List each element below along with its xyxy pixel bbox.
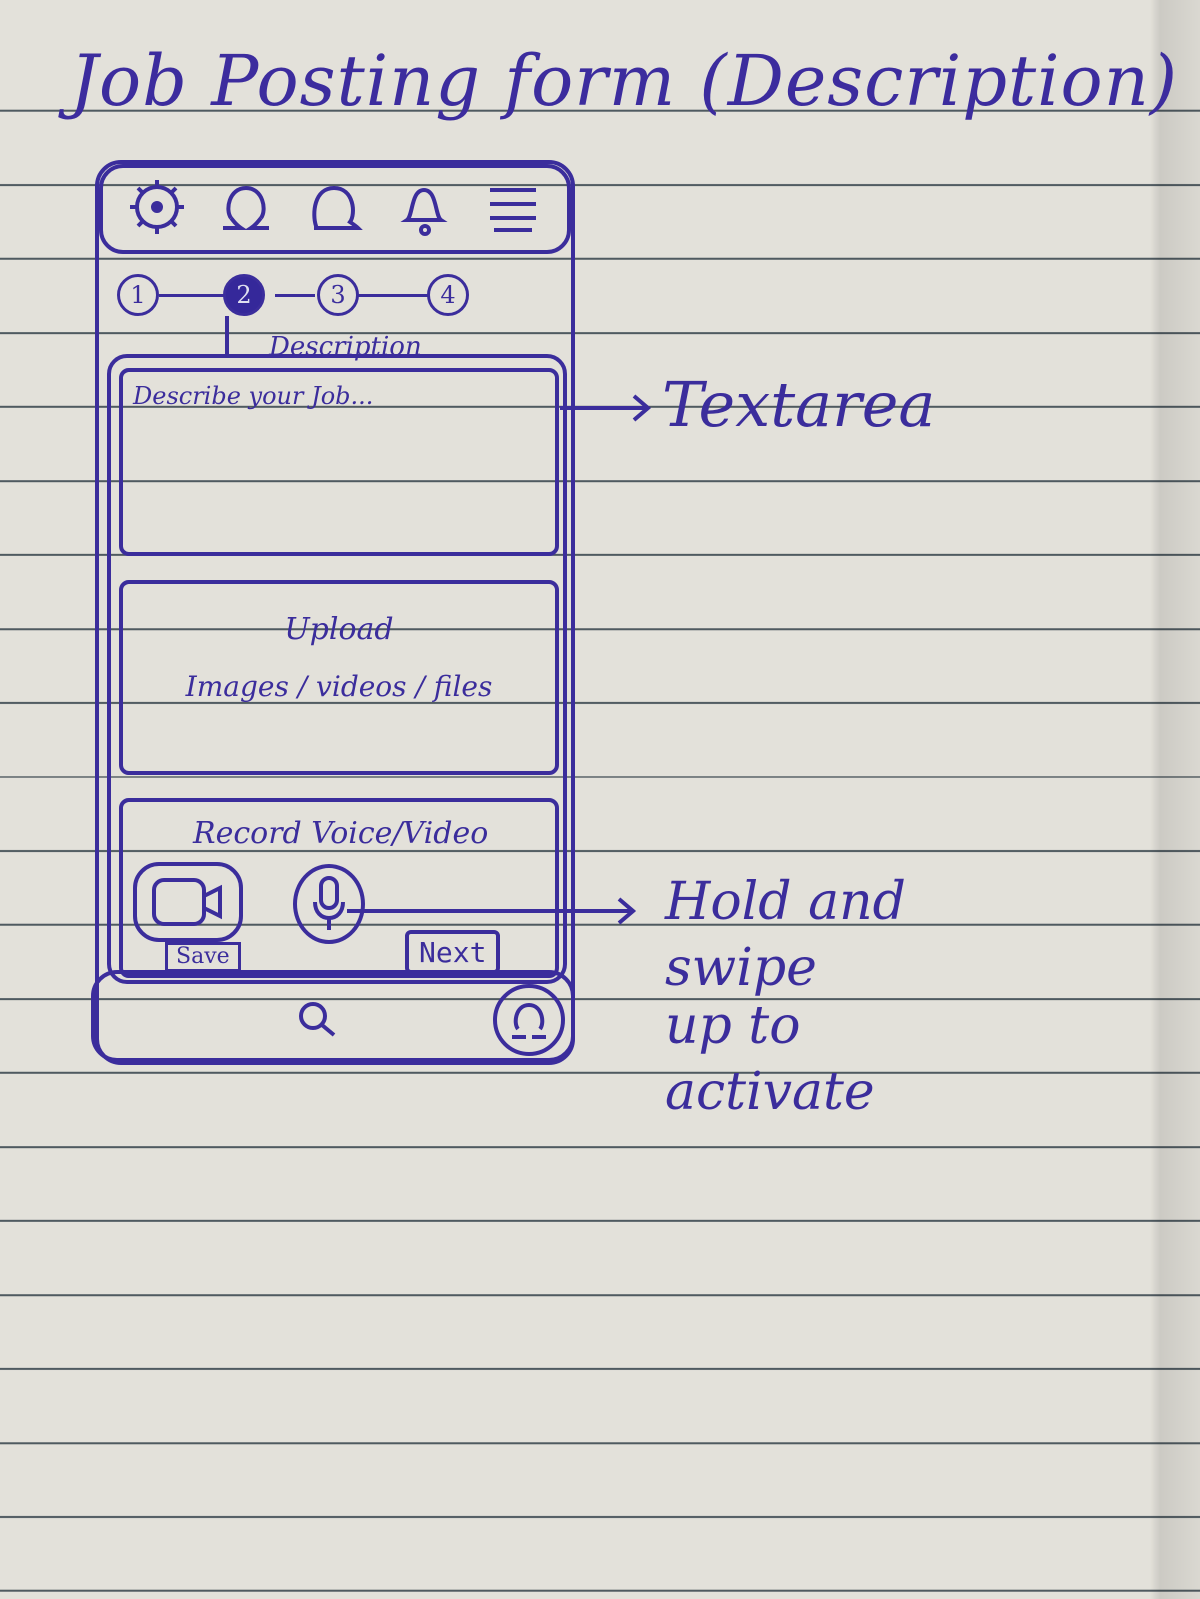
upload-types: Images / videos / files [185, 670, 493, 703]
bell-icon[interactable] [391, 174, 457, 244]
search-icon[interactable] [291, 994, 343, 1046]
top-nav-bar [99, 164, 571, 254]
stepper: 1 2 3 4 [117, 274, 469, 322]
upload-title: Upload [284, 612, 394, 647]
textarea-annotation: Textarea [662, 368, 936, 441]
mic-annotation-line-1: Hold and [665, 872, 906, 932]
upload-dropzone[interactable]: Upload Images / videos / files [119, 580, 559, 775]
form-content: Upload Images / videos / files Record Vo… [107, 354, 567, 984]
mic-annotation-line-2: swipe [665, 938, 817, 998]
save-button[interactable]: Save [165, 942, 241, 972]
stepper-connector [275, 294, 315, 297]
page-title: Job Posting form (Description) [70, 40, 1179, 122]
step-3[interactable]: 3 [317, 274, 359, 316]
step-1[interactable]: 1 [117, 274, 159, 316]
job-description-textarea[interactable] [119, 368, 559, 556]
profile-icon[interactable] [213, 174, 279, 244]
gear-icon[interactable] [124, 174, 190, 244]
menu-icon[interactable] [480, 174, 546, 244]
step-4[interactable]: 4 [427, 274, 469, 316]
chat-icon[interactable] [302, 174, 368, 244]
video-record-button[interactable] [133, 862, 243, 942]
step-2[interactable]: 2 [223, 274, 265, 316]
microphone-icon [313, 876, 345, 930]
bottom-nav-bar [91, 970, 575, 1062]
video-camera-icon [152, 878, 222, 926]
mic-annotation-line-3: up to [665, 996, 801, 1056]
mic-record-button[interactable] [293, 864, 365, 944]
active-step-pointer [225, 316, 229, 356]
profile-avatar[interactable] [493, 984, 565, 1056]
phone-frame: 1 2 3 4 Description Upload Images / vide… [91, 160, 575, 1065]
stepper-connector [159, 294, 233, 297]
mic-annotation-line-4: activate [665, 1062, 875, 1122]
stepper-connector [357, 294, 429, 297]
record-panel: Record Voice/Video Save Next [119, 798, 559, 978]
next-button[interactable]: Next [405, 930, 501, 974]
record-title: Record Voice/Video [193, 816, 489, 851]
textarea-arrow [560, 394, 652, 422]
mic-arrow [347, 897, 637, 925]
profile-icon [512, 1002, 546, 1039]
